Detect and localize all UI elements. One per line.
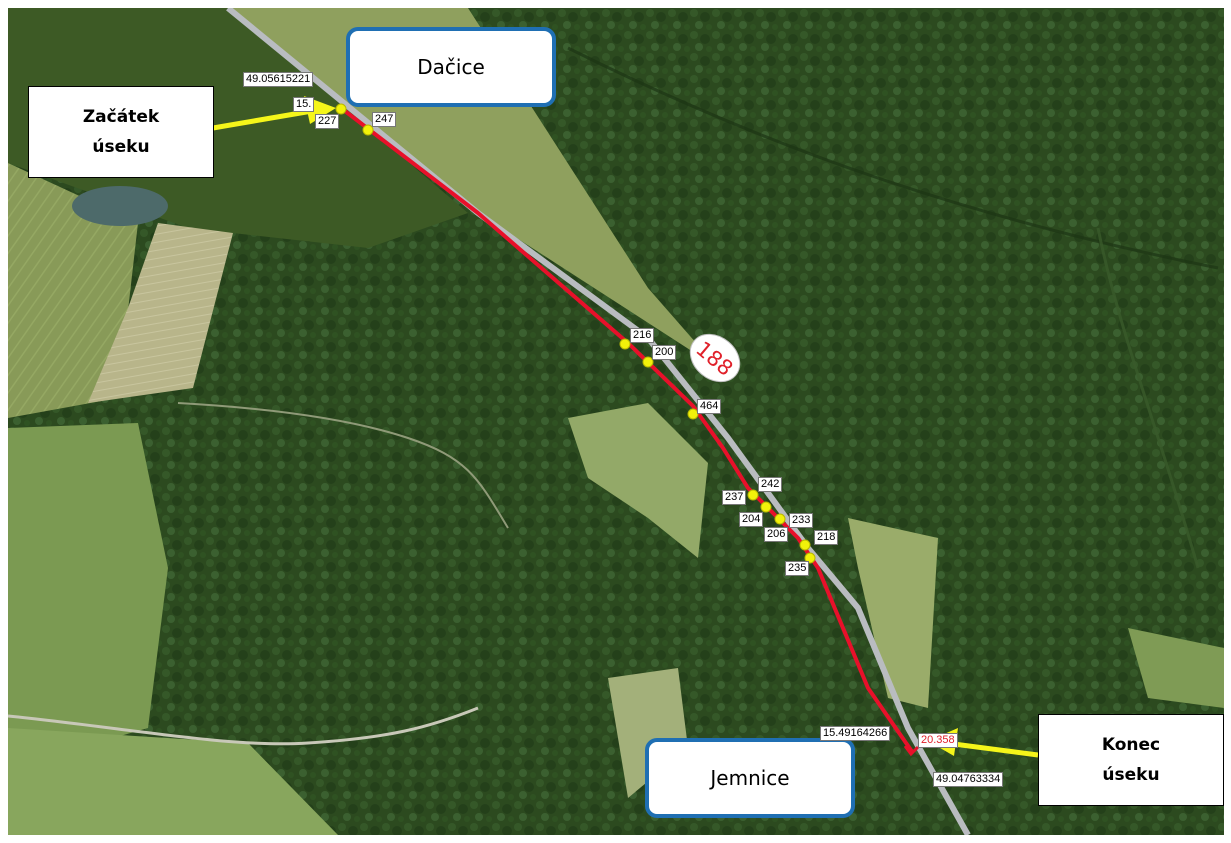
callout-end: Konec úseku	[1038, 714, 1224, 806]
forest-track-2	[1096, 227, 1200, 569]
coord-start-lat: 49.05615221	[243, 72, 314, 87]
km-marker-dot	[799, 539, 811, 551]
field-hay	[88, 223, 233, 403]
coord-end-lat: 49.04763334	[933, 772, 1004, 787]
route-end-marker	[903, 745, 920, 757]
field-left-light	[8, 163, 138, 418]
field-left-lower	[8, 423, 168, 768]
marker-label-218: 218	[814, 530, 839, 545]
marker-label-464: 464	[697, 399, 722, 414]
field-right-strip	[1128, 628, 1224, 708]
road-shield	[689, 333, 741, 383]
town-name-end: Jemnice	[710, 766, 790, 790]
marker-label-235: 235	[785, 561, 810, 576]
rural-road	[8, 706, 479, 746]
km-marker-dot	[619, 338, 631, 350]
km-marker-dot	[687, 408, 699, 420]
callout-end-line2: úseku	[1102, 765, 1160, 785]
callout-end-line1: Konec	[1101, 735, 1161, 755]
coord-end-value: 20.358	[918, 733, 958, 748]
marker-label-200: 200	[652, 345, 677, 360]
town-name-start: Dačice	[417, 55, 485, 79]
rural-road-2	[177, 402, 509, 529]
coord-start-partial: 15.	[293, 97, 315, 112]
marker-label-216: 216	[630, 328, 655, 343]
pond	[72, 186, 168, 226]
km-marker-dot	[642, 356, 654, 368]
field-bottom-center	[608, 668, 688, 798]
road-188	[226, 8, 971, 835]
field-meadow-center	[568, 403, 708, 558]
callout-start-line1: Začátek	[82, 107, 160, 127]
map-canvas: 188	[8, 8, 1224, 835]
field-bottom-left	[8, 728, 338, 835]
km-marker-dot	[335, 103, 347, 115]
km-marker-dot	[747, 489, 759, 501]
marker-label-247: 247	[372, 112, 397, 127]
km-marker-dot	[362, 124, 374, 136]
town-label-jemnice: Jemnice	[645, 738, 855, 818]
marker-label-233: 233	[789, 513, 814, 528]
forest-track	[567, 46, 1219, 270]
marker-label-204: 204	[739, 512, 764, 527]
callout-start: Začátek úseku	[28, 86, 214, 178]
town-label-dacice: Dačice	[346, 27, 556, 107]
km-marker-dot	[760, 501, 772, 513]
km-marker-dot	[804, 552, 816, 564]
field-right	[848, 518, 938, 708]
marker-label-227: 227	[315, 114, 340, 129]
route-line	[339, 106, 915, 755]
marker-label-237: 237	[722, 490, 747, 505]
marker-label-242: 242	[758, 477, 783, 492]
callout-start-line2: úseku	[92, 137, 150, 157]
km-marker-dot	[774, 513, 786, 525]
marker-label-206: 206	[764, 527, 789, 542]
marker-dots	[335, 103, 816, 564]
coord-end-lon: 15.49164266	[820, 726, 891, 741]
satellite-map[interactable]: 188 Dačice Jemnice Začátek úseku Konec ú…	[8, 8, 1224, 835]
